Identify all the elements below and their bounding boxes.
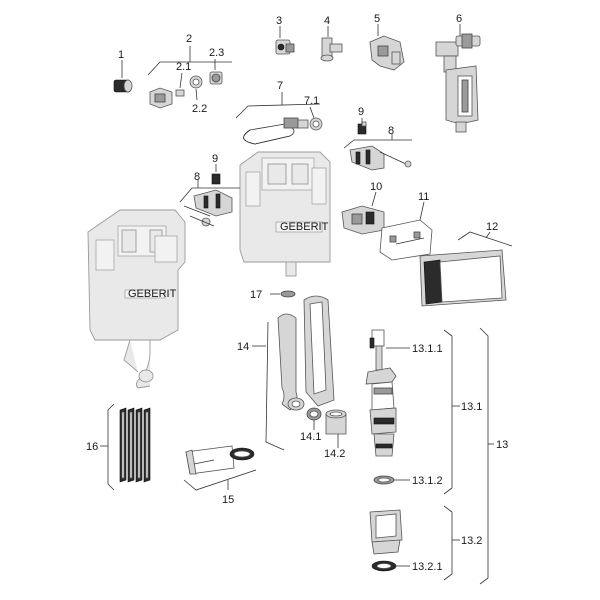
bracket-13 (479, 327, 489, 585)
label-14-1: 14.1 (300, 431, 321, 443)
logo-text-left: GEBERIT (128, 288, 177, 300)
part-17-seal (280, 290, 296, 298)
part-14-1-ring (306, 407, 322, 421)
label-16: 16 (86, 441, 98, 453)
label-6: 6 (456, 13, 462, 25)
part-4-angle-valve (320, 37, 343, 62)
cistern-center-ghost (239, 151, 331, 277)
part-7-hose (243, 117, 323, 145)
leader-7-1 (309, 106, 315, 119)
part-13-2-1-ring (371, 560, 397, 572)
part-8-brackets-left (183, 189, 233, 227)
label-7-1: 7.1 (304, 95, 319, 107)
part-14-2-sleeve (325, 409, 347, 435)
part-1-grommet (113, 79, 133, 93)
bracket-16 (107, 403, 115, 491)
bracket-12 (457, 231, 513, 247)
label-13: 13 (496, 439, 508, 451)
label-9-upper: 9 (358, 106, 364, 118)
bracket-14 (265, 321, 285, 451)
label-10: 10 (370, 181, 382, 193)
part-12-flush-plate (419, 249, 507, 307)
label-2-2: 2.2 (192, 103, 207, 115)
bracket-8-upper (343, 139, 412, 149)
part-9-clip-left (211, 173, 221, 185)
part-5-bracket (369, 35, 405, 71)
label-15: 15 (222, 494, 234, 506)
label-13-1-2: 13.1.2 (412, 475, 443, 487)
part-14-flush-bend (277, 295, 335, 411)
label-2-1: 2.1 (176, 61, 191, 73)
part-3-fitting (275, 39, 295, 55)
leader-10 (371, 191, 377, 207)
label-4: 4 (324, 15, 330, 27)
label-8-left: 8 (194, 171, 200, 183)
label-2-3: 2.3 (209, 47, 224, 59)
label-7: 7 (277, 80, 283, 92)
part-16-straps (119, 407, 151, 483)
part-15-pipe-bracket (185, 445, 255, 475)
label-8-upper: 8 (388, 125, 394, 137)
label-5: 5 (374, 13, 380, 25)
leader-11 (419, 201, 425, 221)
label-17: 17 (250, 289, 262, 301)
logo-text-center: GEBERIT (280, 221, 329, 233)
part-8-brackets-upper (349, 145, 412, 171)
part-13-2-outlet (369, 509, 403, 555)
bracket-13-1 (443, 329, 453, 495)
leader-12 (485, 231, 491, 239)
part-11-mounting-frame (379, 219, 433, 261)
label-14-2: 14.2 (324, 448, 345, 460)
bracket-8-left (179, 187, 240, 203)
part-2-valve-assembly (149, 71, 223, 109)
part-13-1-2-seal (373, 475, 395, 485)
label-13-2: 13.2 (461, 535, 482, 547)
bracket-7 (235, 103, 321, 119)
cistern-left-ghost (87, 209, 186, 389)
label-14: 14 (237, 341, 249, 353)
label-13-1: 13.1 (461, 401, 482, 413)
part-13-1-flush-valve (365, 329, 397, 457)
label-3: 3 (276, 15, 282, 27)
label-2: 2 (186, 33, 192, 45)
part-6-fill-valve (435, 33, 481, 133)
label-1: 1 (118, 49, 124, 61)
leader-2-2 (195, 88, 198, 101)
label-12: 12 (486, 221, 498, 233)
label-9-left: 9 (212, 153, 218, 165)
bracket-15 (183, 469, 257, 491)
label-11: 11 (418, 191, 429, 203)
bracket-13-2 (443, 505, 453, 581)
bracket-2 (147, 61, 232, 76)
label-13-2-1: 13.2.1 (412, 561, 443, 573)
leader-2-1 (179, 72, 183, 89)
part-10-actuator-frame (341, 205, 385, 235)
label-13-1-1: 13.1.1 (412, 343, 443, 355)
